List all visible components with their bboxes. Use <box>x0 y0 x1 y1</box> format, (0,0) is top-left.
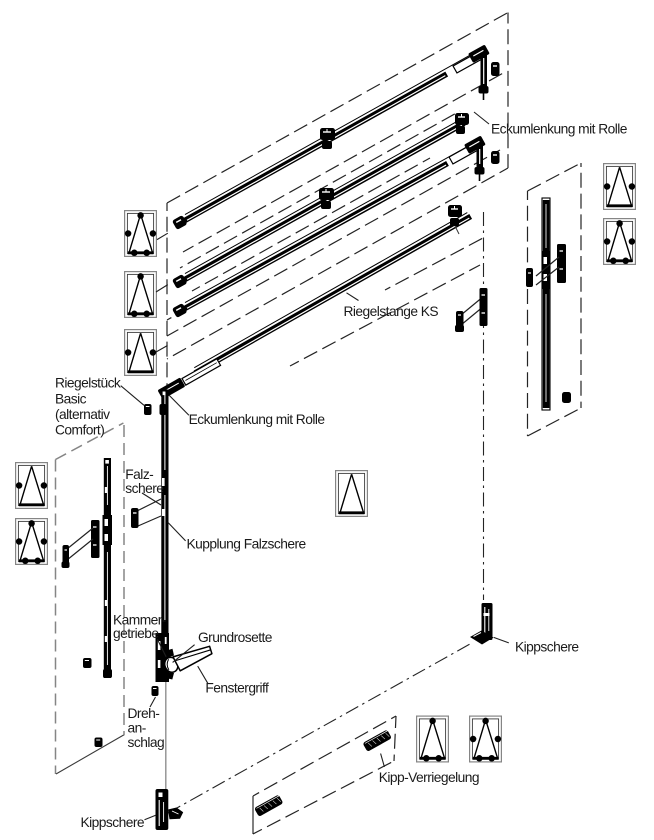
svg-text:Dreh-: Dreh- <box>128 706 160 721</box>
svg-text:Kupplung Falzschere: Kupplung Falzschere <box>187 537 307 552</box>
svg-text:schere: schere <box>125 481 164 496</box>
svg-text:Kippschere: Kippschere <box>515 639 579 654</box>
svg-text:Riegelstück: Riegelstück <box>55 376 121 391</box>
svg-text:Kammer-: Kammer- <box>113 612 166 627</box>
svg-text:Comfort): Comfort) <box>55 423 104 438</box>
svg-text:Eckumlenkung mit Rolle: Eckumlenkung mit Rolle <box>491 121 628 136</box>
svg-text:Riegelstange KS: Riegelstange KS <box>344 304 439 319</box>
svg-text:Basic: Basic <box>55 391 87 406</box>
svg-text:Kipp-Verriegelung: Kipp-Verriegelung <box>379 770 479 785</box>
svg-text:Kippschere: Kippschere <box>81 815 145 830</box>
svg-text:Eckumlenkung mit Rolle: Eckumlenkung mit Rolle <box>189 412 326 427</box>
svg-text:Fenstergriff: Fenstergriff <box>205 681 269 696</box>
svg-text:Grundrosette: Grundrosette <box>198 630 273 645</box>
svg-text:schlag: schlag <box>128 735 165 750</box>
svg-text:Falz-: Falz- <box>125 467 153 482</box>
svg-text:an-: an- <box>128 721 146 736</box>
svg-text:(alternativ: (alternativ <box>55 407 110 422</box>
svg-text:getriebe: getriebe <box>113 626 159 641</box>
